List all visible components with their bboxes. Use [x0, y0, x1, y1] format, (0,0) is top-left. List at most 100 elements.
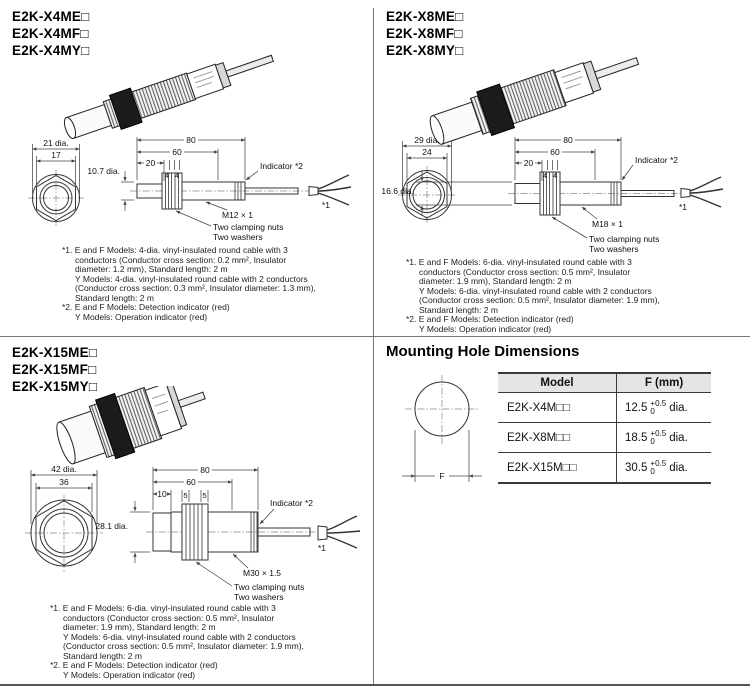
- model-name: E2K-X15MF□: [12, 362, 97, 377]
- footnote-line: diameter: 1.9 mm), Standard length: 2 m: [63, 622, 216, 632]
- x15-cable-ref: *1: [318, 543, 326, 553]
- f-tolerance: +0.5 0: [650, 398, 667, 416]
- x8-dim-80: 80: [563, 135, 573, 145]
- f-unit: dia.: [669, 431, 688, 444]
- table-row: E2K-X4M□□ 12.5 +0.5 0 dia.: [498, 393, 711, 423]
- cell-model: E2K-X8M□□: [498, 423, 617, 452]
- x4-body-dia-label: 10.7 dia.: [87, 166, 120, 176]
- footnote-line: diameter: 1.2 mm), Standard length: 2 m: [75, 264, 228, 274]
- x4-front-outer-dia-label: 21 dia.: [43, 138, 69, 148]
- x8-front-view: 29 dia. 24: [398, 135, 456, 224]
- x4-side-view: 80 60 20 4 4 10.7 dia. Indicator *2 M12 …: [87, 135, 352, 242]
- hole-f-label: F: [439, 471, 444, 481]
- x8-product-illustration: [429, 57, 640, 145]
- footnote-line: (Conductor cross section: 0.3 mm², Insul…: [75, 283, 316, 293]
- x8-dimension-drawing: 29 dia. 24 80 60: [381, 135, 724, 254]
- footnote-line: *1. E and F Models: 4-dia. vinyl-insulat…: [62, 245, 288, 255]
- x8-dim-4b: 4: [553, 171, 557, 180]
- vertical-divider: [373, 8, 374, 684]
- model-name: E2K-X4ME□: [12, 9, 90, 24]
- f-tolerance: +0.5 0: [650, 458, 667, 476]
- bottom-border: [0, 684, 750, 686]
- x8-front-outer-dia-label: 29 dia.: [414, 135, 440, 145]
- x8-indicator-label: Indicator *2: [635, 155, 678, 165]
- x4-dim-4a: 4: [165, 171, 169, 180]
- footnote-line: Y Models: Operation indicator (red): [75, 311, 208, 322]
- model-name: E2K-X8MY□: [386, 43, 464, 58]
- x8-dim-60: 60: [550, 147, 560, 157]
- x8-body-dia-label: 16.6 dia.: [381, 186, 414, 196]
- x8-thread-label: M18 × 1: [592, 219, 623, 229]
- x8-dim-20: 20: [524, 158, 534, 168]
- f-tolerance: +0.5 0: [650, 428, 667, 446]
- f-value: 18.5: [625, 431, 648, 444]
- x15-dim-5a: 5: [183, 491, 187, 500]
- x8-front-flats-label: 24: [422, 147, 432, 157]
- model-name: E2K-X4MF□: [12, 26, 89, 41]
- x15-product-illustration: [56, 386, 206, 465]
- x4-dim-80: 80: [186, 135, 196, 145]
- x8-model-headers: E2K-X8ME□ E2K-X8MF□ E2K-X8MY□: [386, 8, 463, 59]
- x4-dim-60: 60: [172, 147, 182, 157]
- x4-product-illustration: [63, 54, 275, 140]
- footnote-line: (Conductor cross section: 0.5 mm², Insul…: [63, 641, 304, 651]
- horizontal-divider: [0, 336, 750, 337]
- footnote-line: Standard length: 2 m: [63, 650, 142, 661]
- x8-dim-4a: 4: [543, 171, 547, 180]
- model-name: E2K-X8MF□: [386, 26, 463, 41]
- cell-model: E2K-X4M□□: [498, 393, 617, 422]
- footnote-line: Standard length: 2 m: [419, 304, 498, 315]
- x4-footnotes: *1. E and F Models: 4-dia. vinyl-insulat…: [62, 245, 316, 322]
- f-value: 12.5: [625, 401, 648, 414]
- mounting-table: Model F (mm) E2K-X4M□□ 12.5 +0.5 0 dia. …: [498, 372, 711, 484]
- x15-dim-80: 80: [200, 465, 210, 475]
- x4-clamp-label-2: Two washers: [213, 232, 263, 242]
- footnote-line: conductors (Conductor cross section: 0.2…: [75, 254, 287, 265]
- x15-front-outer-dia-label: 42 dia.: [51, 464, 77, 474]
- f-value: 30.5: [625, 461, 648, 474]
- cell-model: E2K-X15M□□: [498, 453, 617, 482]
- footnote-line: (Conductor cross section: 0.5 mm², Insul…: [419, 295, 660, 305]
- model-name: E2K-X15ME□: [12, 345, 98, 360]
- x15-model-headers: E2K-X15ME□ E2K-X15MF□ E2K-X15MY□: [12, 344, 97, 395]
- footnote-line: *2. E and F Models: Detection indicator …: [406, 314, 574, 324]
- x4-dimension-drawing: 21 dia. 17 80 60: [28, 135, 352, 242]
- x15-body-dia-label: 28.1 dia.: [95, 521, 128, 531]
- mounting-title: Mounting Hole Dimensions: [386, 343, 580, 360]
- x15-dimension-drawing: 42 dia. 36 80 60: [25, 464, 361, 602]
- f-unit: dia.: [669, 401, 688, 414]
- footnote-line: Y Models: 6-dia. vinyl-insulated round c…: [63, 631, 296, 642]
- footnote-line: conductors (Conductor cross section: 0.5…: [63, 612, 275, 623]
- x4-front-flats-label: 17: [51, 150, 61, 160]
- footnote-line: *2. E and F Models: Detection indicator …: [62, 302, 230, 312]
- x8-footnotes: *1. E and F Models: 6-dia. vinyl-insulat…: [406, 257, 660, 334]
- x15-dim-5b: 5: [202, 491, 206, 500]
- footnote-line: Standard length: 2 m: [75, 292, 154, 303]
- x4-front-view: 21 dia. 17: [28, 138, 84, 226]
- footnote-line: conductors (Conductor cross section: 0.5…: [419, 266, 631, 277]
- x4-clamp-label-1: Two clamping nuts: [213, 222, 283, 232]
- x8-side-view: 80 60 20 4 4 16.6 dia. Indicator *2 M18 …: [381, 135, 724, 254]
- x15-clamp-label-1: Two clamping nuts: [234, 582, 304, 592]
- footnote-line: *1. E and F Models: 6-dia. vinyl-insulat…: [50, 603, 276, 613]
- footnote-line: *1. E and F Models: 6-dia. vinyl-insulat…: [406, 257, 632, 267]
- x15-front-view: 42 dia. 36: [25, 464, 103, 572]
- x4-model-headers: E2K-X4ME□ E2K-X4MF□ E2K-X4MY□: [12, 8, 89, 59]
- mounting-hole-diagram: F: [402, 375, 482, 482]
- x15-dim-60: 60: [186, 477, 196, 487]
- x15-dim-10: 10: [157, 489, 167, 499]
- column-header-model: Model: [498, 374, 617, 392]
- x4-dim-4b: 4: [175, 171, 179, 180]
- x15-indicator-label: Indicator *2: [270, 498, 313, 508]
- footnote-line: Y Models: 4-dia. vinyl-insulated round c…: [75, 273, 308, 284]
- footnote-line: Y Models: 6-dia. vinyl-insulated round c…: [419, 285, 652, 296]
- f-unit: dia.: [669, 461, 688, 474]
- mounting-table-header: Model F (mm): [498, 374, 711, 393]
- footnote-line: diameter: 1.9 mm), Standard length: 2 m: [419, 276, 572, 286]
- footnote-line: Y Models: Operation indicator (red): [419, 323, 552, 334]
- x4-cable-ref: *1: [322, 200, 330, 210]
- x4-thread-label: M12 × 1: [222, 210, 253, 220]
- cell-f-value: 12.5 +0.5 0 dia.: [617, 393, 711, 422]
- x4-dim-20: 20: [146, 158, 156, 168]
